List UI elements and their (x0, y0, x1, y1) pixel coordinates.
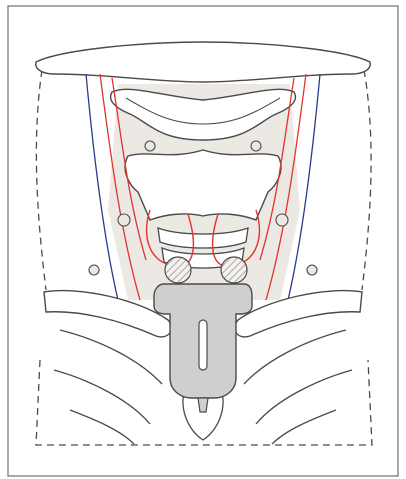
rib-2-left (54, 370, 150, 424)
lymph-node (145, 141, 155, 151)
rib-1-right (244, 330, 346, 384)
thyroid-cartilage (125, 150, 281, 220)
rib-3-right (272, 410, 336, 444)
lymph-node (251, 141, 261, 151)
rib-2-right (256, 370, 352, 424)
rib-3-left (70, 410, 134, 444)
neck-right-contour (362, 70, 371, 290)
rib-1-left (60, 330, 162, 384)
surgical-device (154, 284, 252, 412)
device-slot (199, 320, 207, 370)
device-tip (198, 398, 208, 412)
lymph-node (118, 214, 130, 226)
vessel-cross-section-left (165, 257, 191, 283)
lymph-node (89, 265, 99, 275)
neck-left-contour (36, 70, 46, 290)
lymph-node (307, 265, 317, 275)
vessel-cross-section-right (221, 257, 247, 283)
lymph-node (276, 214, 288, 226)
